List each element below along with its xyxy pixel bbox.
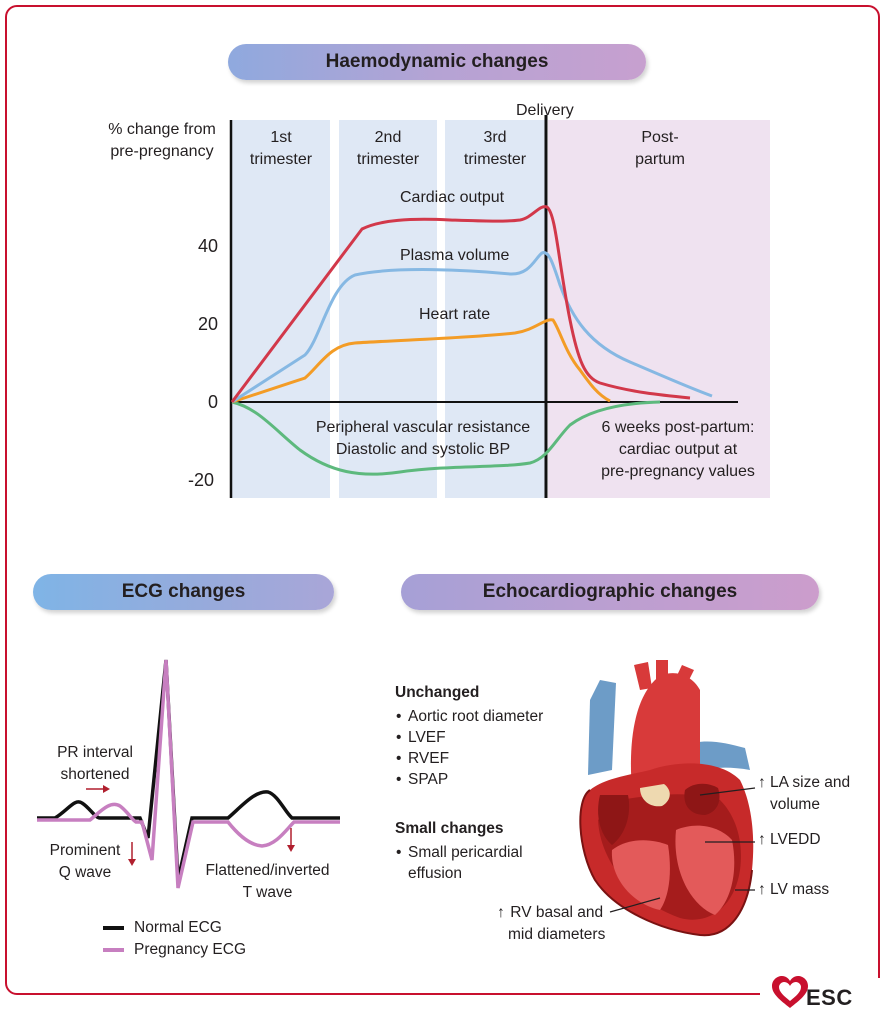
right-atrium (598, 795, 630, 845)
lvedd-label: LVEDD (770, 831, 821, 848)
heart-rate-curve (231, 318, 611, 404)
echo-changes-title: Echocardiographic changes (482, 581, 738, 602)
period-third-trimester: 3rd trimester (463, 129, 527, 168)
pregnancy-ecg-trace (37, 659, 340, 889)
y-tick-0: 0 (208, 392, 219, 412)
y-tick-neg20: -20 (188, 470, 215, 490)
rv-arrow-icon: ↑ (497, 904, 505, 921)
pericardium-edge (579, 789, 753, 937)
period-postpartum: Post- partum (635, 129, 685, 168)
t-wave-label: Flattened/inverted T wave (205, 862, 330, 901)
lvedd-arrow-icon: ↑ (758, 831, 766, 848)
q-wave-label: Prominent Q wave (49, 842, 121, 881)
period-second-trimester: 2nd trimester (356, 129, 420, 168)
la-size-label: LA size and volume (770, 774, 851, 813)
small-changes-heading: Small changes (395, 820, 504, 837)
pvr-curve (231, 400, 661, 476)
legend-normal-label: Normal ECG (134, 919, 222, 936)
ecg-changes-title: ECG changes (121, 581, 246, 602)
lv-mass-label: LV mass (770, 881, 830, 898)
figure-frame (5, 5, 880, 995)
plasma-volume-label: Plasma volume (400, 247, 510, 264)
heart-rate-label: Heart rate (419, 306, 491, 323)
band-third-trimester (445, 120, 545, 498)
unchanged-item: SPAP (396, 769, 543, 790)
left-atrium (684, 783, 720, 815)
right-ventricle (611, 840, 670, 910)
delivery-label: Delivery (516, 102, 574, 119)
unchanged-item: Aortic root diameter (396, 706, 543, 727)
y-tick-20: 20 (198, 314, 219, 334)
unchanged-list: Aortic root diameter LVEF RVEF SPAP (396, 706, 543, 790)
la-arrow-icon: ↑ (758, 774, 766, 791)
echo-changes-header: Echocardiographic changes (401, 574, 819, 610)
ecg-changes-header: ECG changes (33, 574, 334, 610)
small-changes-list: Small pericardial effusion (396, 842, 523, 884)
unchanged-item: LVEF (396, 727, 543, 748)
lv-mass-arrow-icon: ↑ (758, 881, 766, 898)
y-axis-label: % change from pre-pregnancy (108, 121, 216, 160)
y-tick-40: 40 (198, 236, 219, 256)
aortic-branch-3 (672, 665, 694, 690)
plasma-volume-curve (231, 251, 713, 404)
pr-interval-label: PR interval shortened (57, 744, 133, 783)
postpartum-note: 6 weeks post-partum: cardiac output at p… (601, 419, 755, 480)
t-arrow-head (287, 845, 295, 852)
pvr-label: Peripheral vascular resistance Diastolic… (315, 419, 531, 458)
esc-logo-inner-icon (779, 982, 801, 1001)
left-ventricle (675, 825, 735, 915)
superior-vena-cava (588, 680, 616, 775)
haemodynamic-changes-title: Haemodynamic changes (325, 51, 549, 72)
aortic-branch-1 (634, 662, 652, 690)
pr-arrow-head (103, 785, 110, 793)
aorta (630, 673, 700, 790)
band-second-trimester (339, 120, 437, 498)
period-first-trimester: 1st trimester (249, 129, 313, 168)
unchanged-item: RVEF (396, 748, 543, 769)
haemodynamic-changes-header: Haemodynamic changes (228, 44, 646, 80)
cardiac-output-label: Cardiac output (400, 189, 505, 206)
q-arrow-head (128, 859, 136, 866)
esc-logo-text: ESC (806, 985, 853, 1010)
aortic-branch-2 (656, 660, 668, 684)
rv-leader (609, 897, 661, 913)
unchanged-heading: Unchanged (395, 684, 480, 701)
la-leader (699, 787, 756, 796)
band-postpartum (548, 120, 770, 498)
heart-illustration (579, 660, 754, 937)
rv-diameters-label: RV basal and mid diameters (508, 904, 606, 943)
legend-pregnancy-label: Pregnancy ECG (134, 941, 246, 958)
small-changes-item: Small pericardial effusion (396, 842, 523, 884)
valve-area (640, 784, 670, 807)
cardiac-output-curve (230, 205, 691, 403)
